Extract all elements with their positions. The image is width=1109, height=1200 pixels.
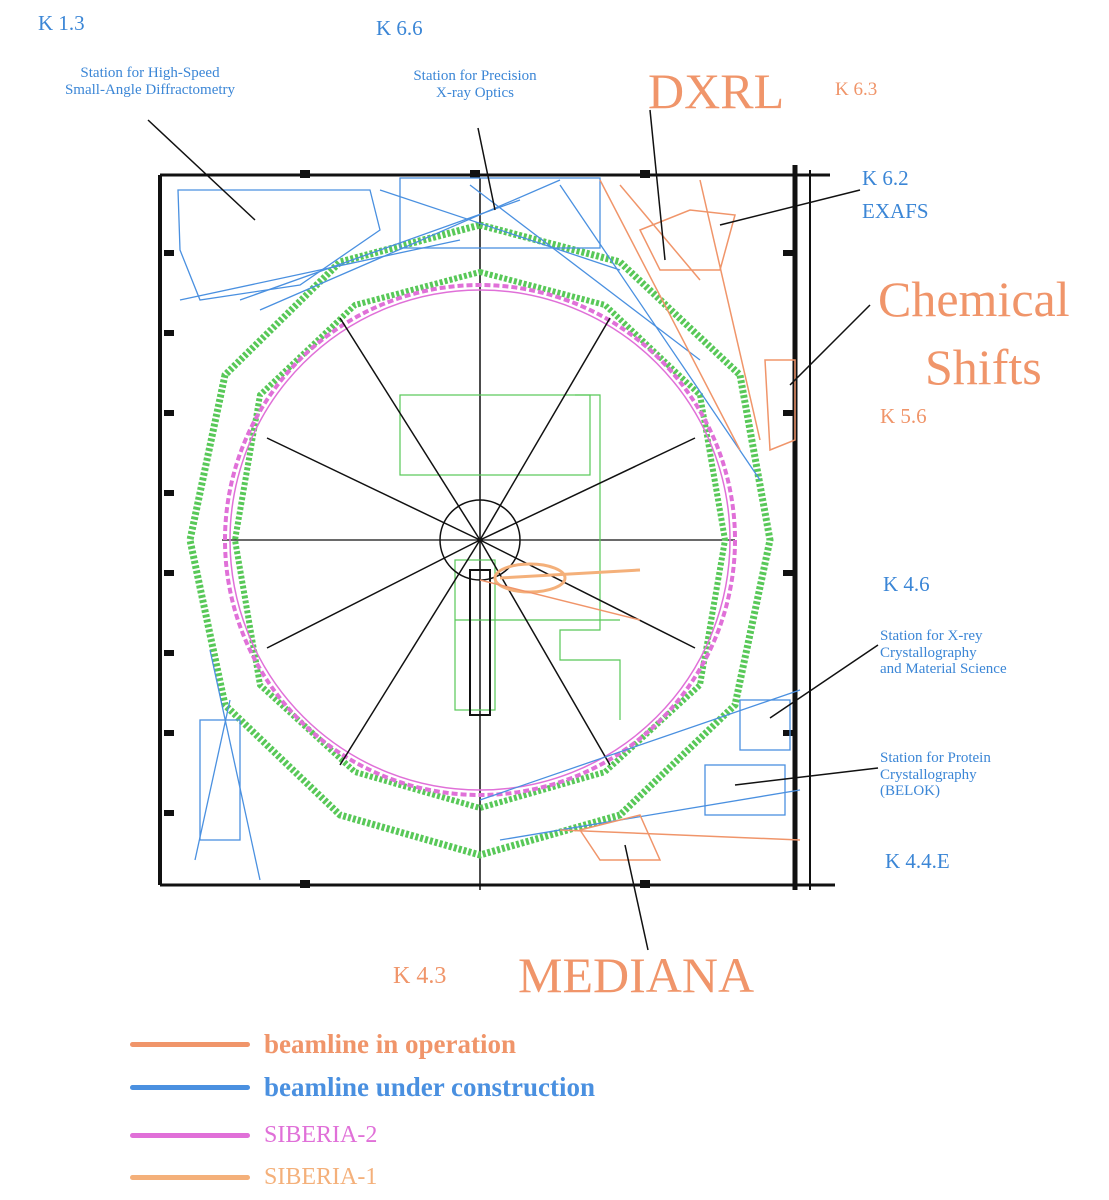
legend-item-siberia-2: SIBERIA-2 (130, 1118, 377, 1152)
label-protein-line2: Crystallography (880, 766, 977, 783)
label-protein-description: Station for Protein Crystallography (BEL… (880, 750, 991, 800)
label-k13-description: Station for High-Speed Small-Angle Diffr… (10, 65, 290, 98)
legend-swatch-siberia-2 (130, 1132, 250, 1138)
beamlines-under-construction (177, 177, 801, 881)
label-mediana: MEDIANA (518, 947, 755, 1003)
label-k13: K 1.3 (38, 11, 85, 35)
label-k43: K 4.3 (393, 963, 447, 989)
label-exafs: EXAFS (862, 199, 929, 223)
label-k46-desc-line1: Station for X-rey (880, 628, 983, 644)
label-k13-desc-line1: Station for High-Speed (80, 65, 220, 81)
label-k66-description: Station for Precision X-ray Optics (365, 68, 585, 101)
beamlines-in-operation (479, 179, 801, 861)
legend-label-siberia-1: SIBERIA-1 (264, 1163, 378, 1190)
legend-label-operation: beamline in operation (264, 1028, 517, 1059)
wall-columns (164, 170, 793, 888)
siberia-2-ring (223, 283, 737, 797)
label-dxrl: DXRL (648, 63, 785, 119)
label-k62: K 6.2 (862, 166, 909, 190)
legend-swatch-siberia-1 (130, 1174, 250, 1180)
legend-item-operation: beamline in operation (130, 1027, 516, 1061)
label-shifts: Shifts (925, 339, 1042, 395)
label-k56: K 5.6 (880, 404, 927, 428)
building-walls (158, 165, 835, 890)
label-protein-line1: Station for Protein (880, 750, 991, 766)
legend-label-siberia-2: SIBERIA-2 (264, 1121, 378, 1148)
label-k13-desc-line2: Small-Angle Diffractometry (64, 81, 236, 98)
radial-spokes (266, 317, 696, 766)
label-k46-desc-line2: Crystallography (880, 644, 977, 661)
label-k46: K 4.6 (883, 572, 930, 596)
label-k66-desc-line2: X-ray Optics (436, 84, 514, 101)
legend-label-construction: beamline under construction (264, 1071, 596, 1102)
label-protein-line3: (BELOK) (880, 783, 940, 799)
pointer-lines (147, 109, 879, 951)
label-chemical: Chemical (878, 271, 1070, 327)
label-k46-description: Station for X-rey Crystallography and Ma… (880, 628, 1007, 678)
label-k66: K 6.6 (376, 16, 423, 40)
label-k44e: K 4.4.E (885, 849, 950, 873)
legend-swatch-construction (130, 1084, 250, 1090)
label-k63: K 6.3 (835, 79, 878, 100)
label-k66-desc-line1: Station for Precision (413, 68, 537, 84)
legend-item-siberia-1: SIBERIA-1 (130, 1160, 377, 1194)
inner-hall (399, 394, 621, 720)
legend-swatch-operation (130, 1041, 250, 1047)
siberia-2-shield-ring (186, 221, 774, 859)
siberia-1-ring (493, 562, 641, 594)
legend-item-construction: beamline under construction (130, 1070, 595, 1104)
label-k46-desc-line3: and Material Science (880, 661, 1007, 677)
